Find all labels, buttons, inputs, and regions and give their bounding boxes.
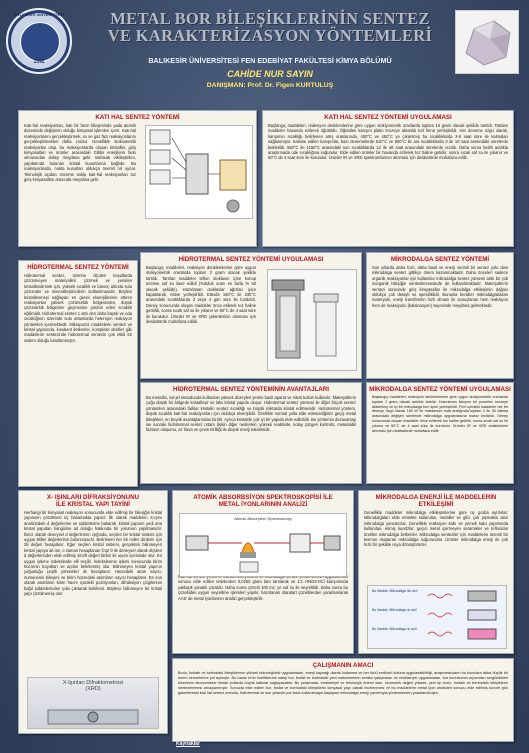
logo-text: BALIKESİR ÜNİVERSİTESİ xyxy=(14,13,64,17)
panel-title: HİDROTERMAL SENTEZ YÖNTEMİNİN AVANTAJLAR… xyxy=(173,386,329,393)
panel-kati-hal: KATI HAL SENTEZ YÖNTEMİ Katı-hal reaksiy… xyxy=(18,110,257,247)
figure-label-2: Bu Madde: Mikrodalga ısı alır! xyxy=(372,608,418,612)
panel-title: MİKRODALGA SENTEZ YÖNTEMİ xyxy=(390,256,490,263)
solid-state-diagram xyxy=(145,125,253,219)
autoclave-image xyxy=(267,269,357,371)
panel-title: ÇALIŞMANIN AMACI xyxy=(312,662,374,669)
crystal-photo xyxy=(455,10,519,74)
poster-subtitle: BALIKESİR ÜNİVERSİTESİ FEN EDEBİYAT FAKÜ… xyxy=(148,56,392,65)
panel-text: Başlangıç maddeleri, reaksiyon denklemle… xyxy=(268,123,508,161)
panel-mikrodalga-enerji: MİKRODALGA ENERJİ İLE MADDELERİN ETKİLEŞ… xyxy=(358,490,514,654)
panel-text: Bu metodla, sol-jel metodunda kullanılan… xyxy=(146,395,356,433)
panel-title: MİKRODALGA ENERJİ İLE MADDELERİN ETKİLEŞ… xyxy=(359,491,513,508)
xrd-figure-title-line2: (XRD) xyxy=(85,686,101,692)
poster-title: METAL BOR BİLEŞİKLERİNİN SENTEZ VE KARAK… xyxy=(90,10,450,44)
panel-text: Başlangıç maddeleri, reaksiyon denklemle… xyxy=(372,395,508,433)
panel-title: KATI HAL SENTEZ YÖNTEMİ xyxy=(95,114,180,121)
microwave-interaction-figure: Bu Madde: Mikrodalga ılık alır! Bu Madde… xyxy=(367,585,507,649)
aas-diagram: Atomic Absorption Spectroscopy xyxy=(179,513,347,577)
panel-text: Katı-hal reaksiyonları, katı bir fazın b… xyxy=(24,123,136,183)
references-link[interactable]: Kaynaklar xyxy=(176,741,200,747)
panel-hidrotermal: HİDROTERMAL SENTEZ YÖNTEMİ Hidrotermal s… xyxy=(18,260,138,487)
panel-aas: ATOMİK ABSORBSİYON SPEKTROSKOPİSİ İLE ME… xyxy=(172,490,354,654)
panel-title: ATOMİK ABSORBSİYON SPEKTROSKOPİSİ İLE ME… xyxy=(173,491,353,508)
figure-label-3: Bu Madde: Mikrodalga ısı alır! xyxy=(372,627,418,631)
panel-title: HİDROTERMAL SENTEZ YÖNTEMİ xyxy=(27,264,129,271)
panel-title-line2: METAL İYONLARININ ANALİZİ xyxy=(218,501,308,508)
panel-title-line2: İLE KRİSTAL YAPI TAYİNİ xyxy=(55,501,131,508)
panel-mikrodalga: MİKRODALGA SENTEZ YÖNTEMİ Son yıllarda d… xyxy=(366,252,514,379)
panel-title-line1: X- IŞINLARI DİFRAKSİYONUNU xyxy=(46,494,140,501)
panel-text: Herhangi bir kimyasal reaksiyon sonucund… xyxy=(24,510,162,597)
panel-title: MİKRODALGA SENTEZ YÖNTEMİ UYGULAMASI xyxy=(369,386,511,393)
panel-title: HİDROTERMAL SENTEZ YÖNTEMİ UYGULAMASI xyxy=(178,256,324,263)
panel-hidrotermal-uygulamasi: HİDROTERMAL SENTEZ YÖNTEMİ UYGULAMASI Ba… xyxy=(140,252,362,379)
university-logo: BALIKESİR ÜNİVERSİTESİ 1992 xyxy=(6,8,72,74)
panel-calismanin-amaci: ÇALIŞMANIN AMACI Borlu, fosfatlı ve borf… xyxy=(172,658,514,742)
panel-text: Borlu, fosfatlı ve borfosfatlı bileşikle… xyxy=(178,671,508,695)
aas-figure-caption: Atomic Absorption Spectroscopy xyxy=(234,516,292,521)
poster-advisor: DANIŞMAN: Prof. Dr. Figen KURTULUŞ xyxy=(206,82,334,89)
logo-emblem xyxy=(20,22,60,62)
panel-hidrotermal-avantajlari: HİDROTERMAL SENTEZ YÖNTEMİNİN AVANTAJLAR… xyxy=(140,382,362,484)
xrd-instrument xyxy=(47,709,139,725)
panel-title-line1: MİKRODALGA ENERJİ İLE MADDELERİN xyxy=(375,494,497,501)
panel-title-line1: ATOMİK ABSORBSİYON SPEKTROSKOPİSİ İLE xyxy=(193,494,333,501)
panel-title-line2: ETKİLEŞİMİ xyxy=(418,501,454,508)
panel-title: KATI HAL SENTEZ YÖNTEMİ UYGULAMASI xyxy=(324,114,452,121)
panel-kati-hal-uygulamasi: KATI HAL SENTEZ YÖNTEMİ UYGULAMASI Başla… xyxy=(262,110,514,247)
poster-title-line2: VE KARAKTERİZASYON YÖNTEMLERİ xyxy=(107,26,433,45)
panel-text: Son yıllarda daha hızlı, daha basit ve e… xyxy=(372,265,508,308)
poster-author: CAHİDE NUR SAYIN xyxy=(227,69,313,79)
panel-text: Genellikle maddeler mikrodalga etkileşim… xyxy=(364,510,508,548)
logo-year: 1992 xyxy=(33,59,45,65)
panel-text: Başlangıç maddeleri, reaksiyon denklemle… xyxy=(146,265,256,325)
poster-title-line1: METAL BOR BİLEŞİKLERİNİN SENTEZ xyxy=(110,9,430,28)
xrd-figure: X-Işınları Difraktometresi (XRD) xyxy=(27,677,159,729)
panel-text: Hidrotermal sentez, üzerine ölçülen koşu… xyxy=(24,273,132,343)
panel-x-isinlari: X- IŞINLARI DİFRAKSİYONUNU İLE KRİSTAL Y… xyxy=(18,490,168,734)
panel-title: X- IŞINLARI DİFRAKSİYONUNU İLE KRİSTAL Y… xyxy=(19,491,167,508)
panel-mikrodalga-uygulamasi: MİKRODALGA SENTEZ YÖNTEMİ UYGULAMASI Baş… xyxy=(366,382,514,484)
figure-label-1: Bu Madde: Mikrodalga ılık alır! xyxy=(372,589,418,593)
xrd-figure-title-line1: X-Işınları Difraktometresi xyxy=(62,680,124,686)
